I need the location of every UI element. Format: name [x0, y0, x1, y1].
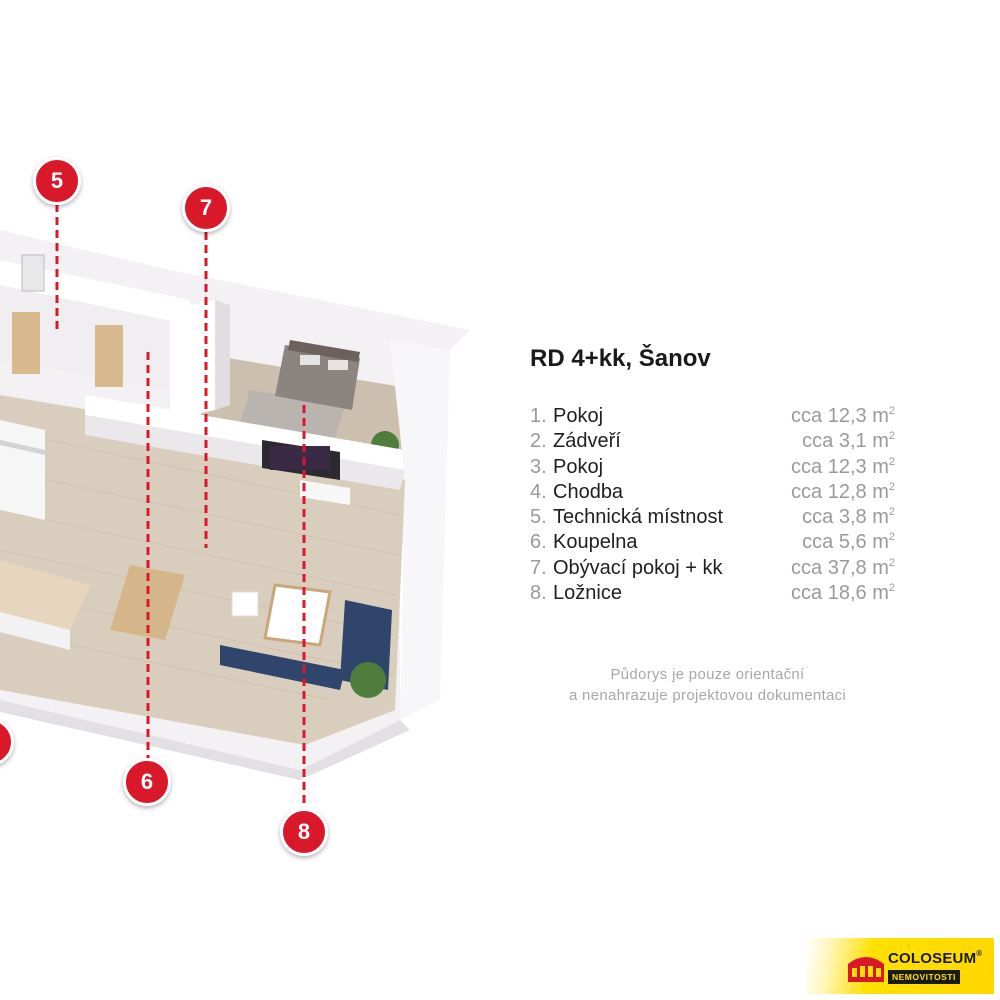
room-number: 3. — [530, 455, 547, 478]
room-number: 7. — [530, 556, 547, 579]
room-name: Chodba — [553, 480, 624, 503]
page-title: RD 4+kk, Šanov — [530, 345, 711, 372]
floorplan-illustration — [0, 204, 470, 808]
list-item: 7. Obývací pokoj + kk cca 37,8 m2 — [530, 557, 895, 582]
room-list: 1. Pokoj cca 12,3 m2 2. Zádveří cca 3,1 … — [530, 405, 895, 607]
list-item: 8. Ložnice cca 18,6 m2 — [530, 582, 895, 607]
coloseum-logo[interactable]: COLOSEUM® NEMOVITOSTI — [806, 938, 994, 994]
disclaimer-line-2: a nenahrazuje projektovou dokumentaci — [568, 687, 847, 704]
room-area: cca 3,8 m2 — [802, 506, 895, 529]
list-item: 1. Pokoj cca 12,3 m2 — [530, 405, 895, 430]
room-name: Ložnice — [553, 582, 622, 605]
room-name: Koupelna — [553, 531, 638, 554]
colosseum-icon — [848, 957, 884, 982]
logo-brand: COLOSEUM® — [888, 949, 983, 967]
room-number: 6. — [530, 531, 547, 554]
room-number: 5. — [530, 506, 547, 529]
room-area: cca 18,6 m2 — [791, 582, 895, 605]
room-number: 2. — [530, 430, 547, 453]
logo-subtitle: NEMOVITOSTI — [888, 970, 960, 984]
list-item: 5. Technická místnost cca 3,8 m2 — [530, 506, 895, 531]
room-area: cca 5,6 m2 — [802, 531, 895, 554]
room-number: 8. — [530, 582, 547, 605]
room-area: cca 12,3 m2 — [791, 405, 895, 427]
room-marker-7[interactable]: 7 — [182, 184, 230, 232]
room-name: Obývací pokoj + kk — [553, 556, 723, 579]
room-marker-5[interactable]: 5 — [33, 157, 81, 205]
disclaimer: Půdorys je pouze orientační a nenahrazuj… — [505, 664, 910, 706]
room-name: Zádveří — [553, 430, 621, 453]
list-item: 6. Koupelna cca 5,6 m2 — [530, 531, 895, 556]
room-area: cca 12,8 m2 — [791, 480, 895, 503]
room-area: cca 37,8 m2 — [791, 556, 895, 579]
list-item: 2. Zádveří cca 3,1 m2 — [530, 430, 895, 455]
room-marker-8[interactable]: 8 — [280, 808, 328, 856]
room-number: 1. — [530, 405, 547, 427]
disclaimer-line-1: Půdorys je pouze orientační — [610, 666, 805, 683]
room-marker-6[interactable]: 6 — [123, 758, 171, 806]
logo-text: COLOSEUM® NEMOVITOSTI — [888, 949, 982, 985]
list-item: 4. Chodba cca 12,8 m2 — [530, 481, 895, 506]
list-item: 3. Pokoj cca 12,3 m2 — [530, 456, 895, 481]
room-name: Pokoj — [553, 405, 604, 427]
room-number: 4. — [530, 480, 547, 503]
room-area: cca 3,1 m2 — [802, 430, 895, 453]
room-name: Technická místnost — [553, 506, 724, 529]
room-area: cca 12,3 m2 — [791, 455, 895, 478]
room-name: Pokoj — [553, 455, 604, 478]
